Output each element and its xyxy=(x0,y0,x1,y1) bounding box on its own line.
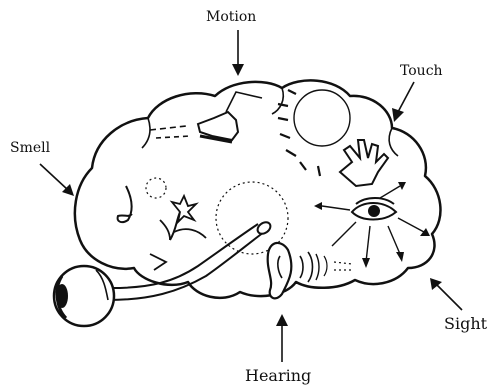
brain-crease xyxy=(389,128,398,156)
label-hearing: Hearing xyxy=(245,368,311,384)
label-sight: Sight xyxy=(444,316,487,332)
eyeball-icon xyxy=(54,266,114,326)
flower-icon xyxy=(150,196,206,270)
sound-waves xyxy=(300,252,352,282)
hand-icon xyxy=(340,140,388,186)
label-touch: Touch xyxy=(400,64,443,78)
sight-arrow xyxy=(430,278,462,310)
smell-arrow xyxy=(40,164,74,196)
motion-arrow xyxy=(232,30,244,76)
brain-crease xyxy=(142,118,150,148)
hearing-arrow xyxy=(276,314,288,362)
sight-rays xyxy=(314,182,430,268)
nose-icon xyxy=(118,186,132,222)
brain-crease xyxy=(272,88,283,114)
label-smell: Smell xyxy=(10,141,50,155)
eye-icon xyxy=(352,198,396,220)
label-motion: Motion xyxy=(206,10,256,24)
smell-region-circle xyxy=(146,178,166,198)
brain-outline xyxy=(75,80,441,297)
sun-icon xyxy=(278,90,350,176)
touch-arrow xyxy=(392,82,414,122)
optic-nerve xyxy=(108,220,273,300)
